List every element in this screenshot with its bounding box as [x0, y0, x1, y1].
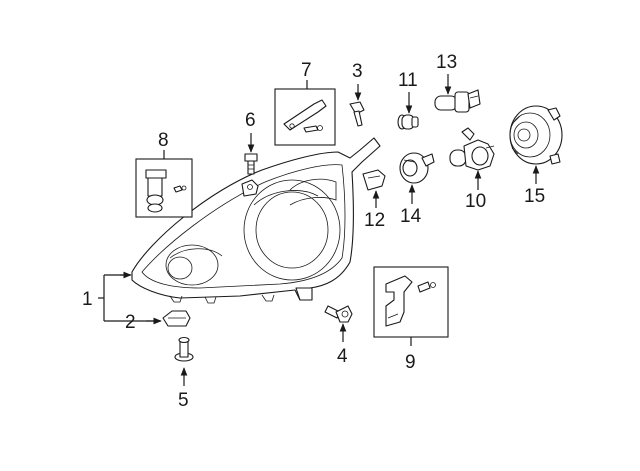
bolt-3[interactable]	[349, 101, 365, 127]
callout-4: 4	[337, 346, 348, 367]
callout-12: 12	[364, 210, 385, 231]
adjuster-kit-8[interactable]	[135, 158, 193, 218]
callout-2: 2	[125, 312, 136, 333]
bulb-14[interactable]	[399, 152, 435, 184]
bracket-2[interactable]	[162, 310, 191, 327]
callout-7: 7	[301, 60, 312, 81]
bolt-5[interactable]	[174, 336, 194, 362]
callout-15: 15	[524, 186, 545, 207]
callout-9: 9	[405, 352, 416, 373]
bolt-6[interactable]	[244, 153, 258, 175]
bracket-kit-7[interactable]	[274, 88, 336, 146]
callout-14: 14	[400, 206, 422, 227]
callout-numbers: 1 2 3 4 5 6 7 8 9 10 11 12 13 14 15	[82, 52, 545, 411]
callout-6: 6	[245, 110, 256, 131]
callout-3: 3	[352, 61, 363, 82]
bulb-10[interactable]	[449, 127, 495, 171]
bolt-4[interactable]	[324, 305, 353, 323]
socket-15[interactable]	[509, 105, 563, 165]
bracket-kit-9[interactable]	[373, 266, 449, 338]
callout-1: 1	[82, 289, 93, 310]
callout-10: 10	[465, 191, 486, 212]
callout-8: 8	[158, 130, 169, 151]
bulb-12[interactable]	[362, 169, 386, 191]
headlamp-assembly[interactable]	[131, 137, 381, 304]
bulb-11[interactable]	[397, 114, 419, 130]
callout-11: 11	[398, 70, 418, 91]
leader-lines	[98, 74, 540, 386]
callout-13: 13	[436, 52, 457, 73]
bulb-13[interactable]	[434, 89, 481, 113]
callout-5: 5	[178, 390, 189, 411]
